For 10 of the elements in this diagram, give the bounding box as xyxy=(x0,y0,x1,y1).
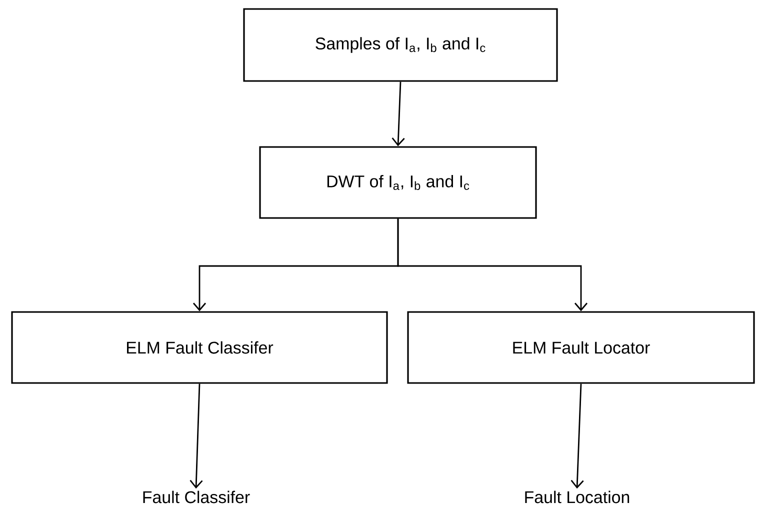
process-box: ELM Fault Locator xyxy=(407,311,755,384)
arrow xyxy=(570,384,584,489)
process-box: Samples of I$_{a}$, I$_{b}$ and I$_{c}$ xyxy=(243,8,558,82)
process-box: ELM Fault Classifer xyxy=(11,311,388,384)
arrow xyxy=(397,218,588,312)
output-label: Fault Classifer xyxy=(143,490,250,504)
output-label: Fault Location xyxy=(525,490,630,504)
arrow xyxy=(392,82,405,146)
arrow xyxy=(190,384,203,489)
process-box: DWT of I$_{a}$, I$_{b}$ and I$_{c}$ xyxy=(259,146,537,219)
